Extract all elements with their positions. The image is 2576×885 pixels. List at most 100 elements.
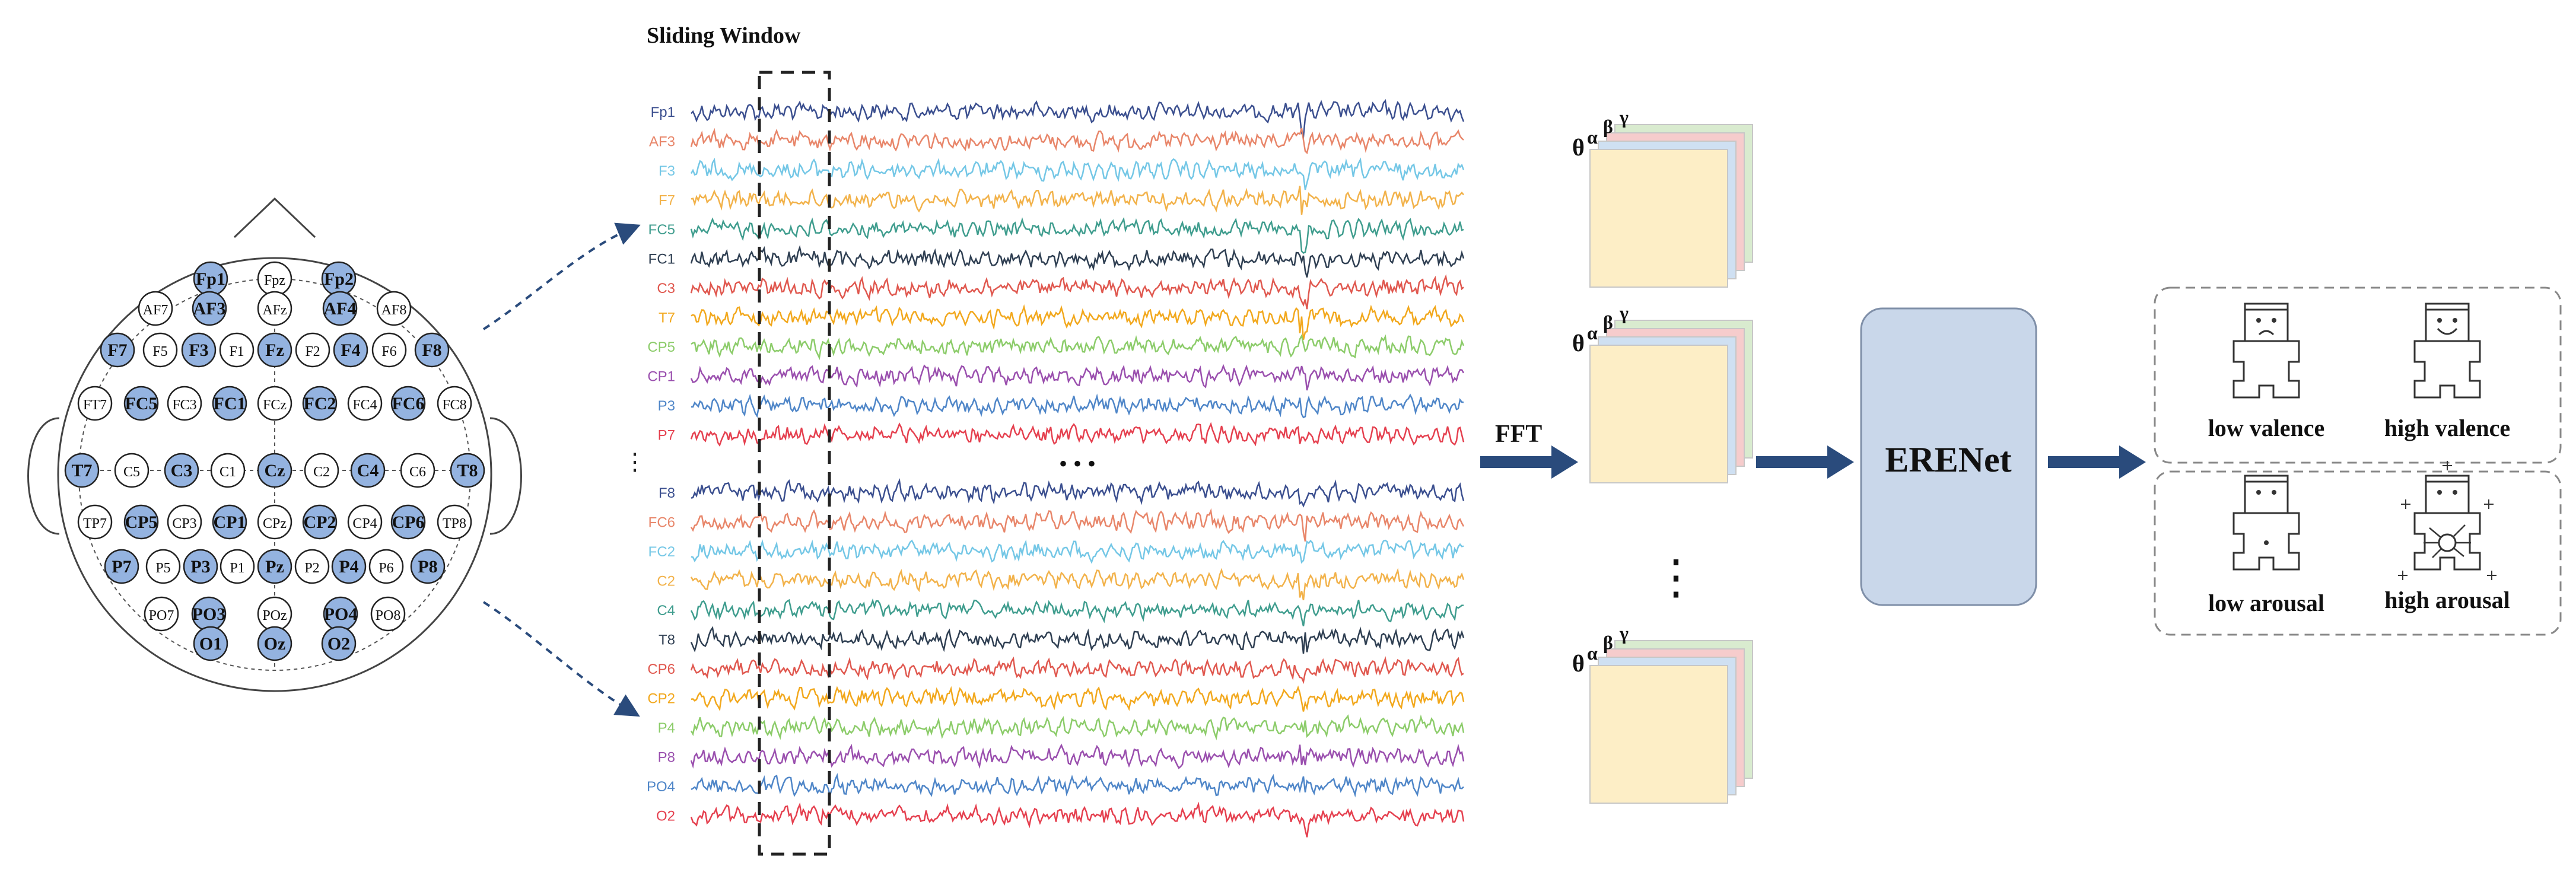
- signal-trace: [690, 128, 1464, 155]
- electrode-label: PO7: [149, 608, 174, 623]
- electrode-label: C6: [409, 464, 426, 480]
- electrode-label: O1: [199, 634, 222, 654]
- electrode-label: TP7: [83, 516, 107, 531]
- electrode-label: TP8: [443, 516, 466, 531]
- electrode-cpz: CPz: [257, 504, 292, 540]
- electrode-po3: PO3: [191, 596, 227, 632]
- signal-trace: [691, 186, 1464, 215]
- electrode-cp5: CP5: [123, 504, 159, 540]
- electrode-cz: Cz: [257, 453, 292, 488]
- electrode-p1: P1: [220, 549, 255, 584]
- electrode-p4: P4: [331, 549, 367, 584]
- signal-trace: [691, 478, 1465, 508]
- channel-label: C3: [657, 281, 675, 297]
- sam-figures: [2232, 303, 2497, 580]
- electrode-poz: POz: [257, 596, 292, 632]
- signal-trace: [691, 304, 1465, 340]
- channel-f7: F7: [659, 186, 1464, 215]
- electrode-label: PO4: [324, 604, 358, 624]
- electrode-t8: T8: [450, 453, 485, 488]
- channel-label: CP2: [647, 691, 675, 707]
- channel-label: P7: [658, 428, 675, 444]
- electrode-label: FCz: [263, 397, 287, 413]
- channel-o2: O2: [656, 801, 1465, 838]
- channel-label: F7: [659, 193, 675, 209]
- channel-t8: T8: [659, 626, 1465, 654]
- channel-label: CP1: [647, 369, 675, 385]
- band-symbol: γ: [1619, 302, 1629, 323]
- electrode-p6: P6: [368, 549, 404, 584]
- channel-cp1: CP1: [647, 364, 1465, 391]
- erenet-label: ERENet: [1885, 440, 2011, 479]
- electrode-label: Oz: [264, 634, 286, 654]
- electrode-fc3: FC3: [167, 386, 202, 421]
- channel-label: P4: [658, 720, 675, 736]
- fft-arrow: [1480, 445, 1578, 479]
- electrode-label: FC2: [304, 394, 336, 413]
- electrode-label: CP5: [125, 512, 158, 532]
- electrode-label: Pz: [265, 557, 284, 577]
- electrode-label: P6: [379, 561, 393, 576]
- electrode-label: F1: [229, 344, 244, 359]
- electrode-label: C5: [123, 464, 140, 480]
- electrode-label: Cz: [265, 461, 285, 480]
- electrode-o2: O2: [321, 626, 357, 661]
- electrode-cp3: CP3: [167, 504, 202, 540]
- channel-fc5: FC5: [648, 217, 1464, 254]
- right-ear-shape: [489, 417, 522, 535]
- electrode-cp2: CP2: [302, 504, 338, 540]
- channel-p4: P4: [658, 714, 1465, 741]
- channel-label: P8: [658, 750, 675, 766]
- electrode-fc8: FC8: [437, 386, 472, 421]
- channel-p8: P8: [658, 743, 1465, 769]
- head-to-signals-arrow-top: [482, 222, 641, 330]
- electrode-c2: C2: [304, 453, 339, 488]
- electrode-label: F5: [152, 344, 167, 359]
- electrode-fpz: Fpz: [257, 261, 292, 297]
- electrode-c3: C3: [164, 453, 199, 488]
- electrode-f4: F4: [333, 332, 368, 368]
- electrode-label: F2: [305, 344, 320, 359]
- channel-cp6: CP6: [647, 656, 1464, 685]
- electrode-label: P7: [112, 557, 131, 577]
- electrode-label: FC6: [392, 394, 425, 413]
- channel-label: F8: [659, 485, 675, 501]
- electrode-cp4: CP4: [347, 504, 383, 540]
- electrode-label: C4: [357, 461, 379, 480]
- electrode-c5: C5: [114, 453, 150, 488]
- electrode-label: FT7: [83, 397, 107, 413]
- high-arousal-figure: [2398, 461, 2497, 580]
- frequency-band-layer: [1589, 665, 1728, 804]
- electrode-label: Fpz: [264, 273, 285, 288]
- frequency-band-layer: [1589, 149, 1728, 288]
- channel-label: C2: [657, 574, 675, 590]
- signal-trace: [690, 422, 1465, 447]
- electrode-c1: C1: [210, 453, 246, 488]
- electrode-label: AF8: [381, 303, 407, 318]
- electrode-label: Fz: [265, 340, 284, 360]
- electrode-f6: F6: [371, 332, 407, 368]
- channel-label: Fp1: [651, 104, 675, 120]
- channel-c4: C4: [657, 598, 1464, 626]
- electrode-t7: T7: [64, 453, 100, 488]
- electrode-label: F4: [341, 340, 360, 360]
- electrode-label: C2: [313, 464, 330, 480]
- electrode-label: P5: [155, 561, 170, 576]
- channel-label: FC6: [648, 515, 675, 531]
- electrode-label: CP2: [304, 512, 336, 532]
- electrode-label: F3: [189, 340, 208, 360]
- signal-trace: [690, 743, 1465, 769]
- electrode-label: CP3: [172, 516, 196, 531]
- signal-trace: [690, 626, 1465, 654]
- signal-trace: [691, 773, 1464, 798]
- time-ellipsis-horizontal: • • •: [1059, 450, 1096, 477]
- channel-label: C4: [657, 603, 675, 619]
- electrode-label: AF4: [324, 299, 357, 319]
- signal-trace: [690, 598, 1464, 626]
- electrode-label: AF3: [193, 299, 226, 319]
- electrode-tp7: TP7: [77, 504, 113, 540]
